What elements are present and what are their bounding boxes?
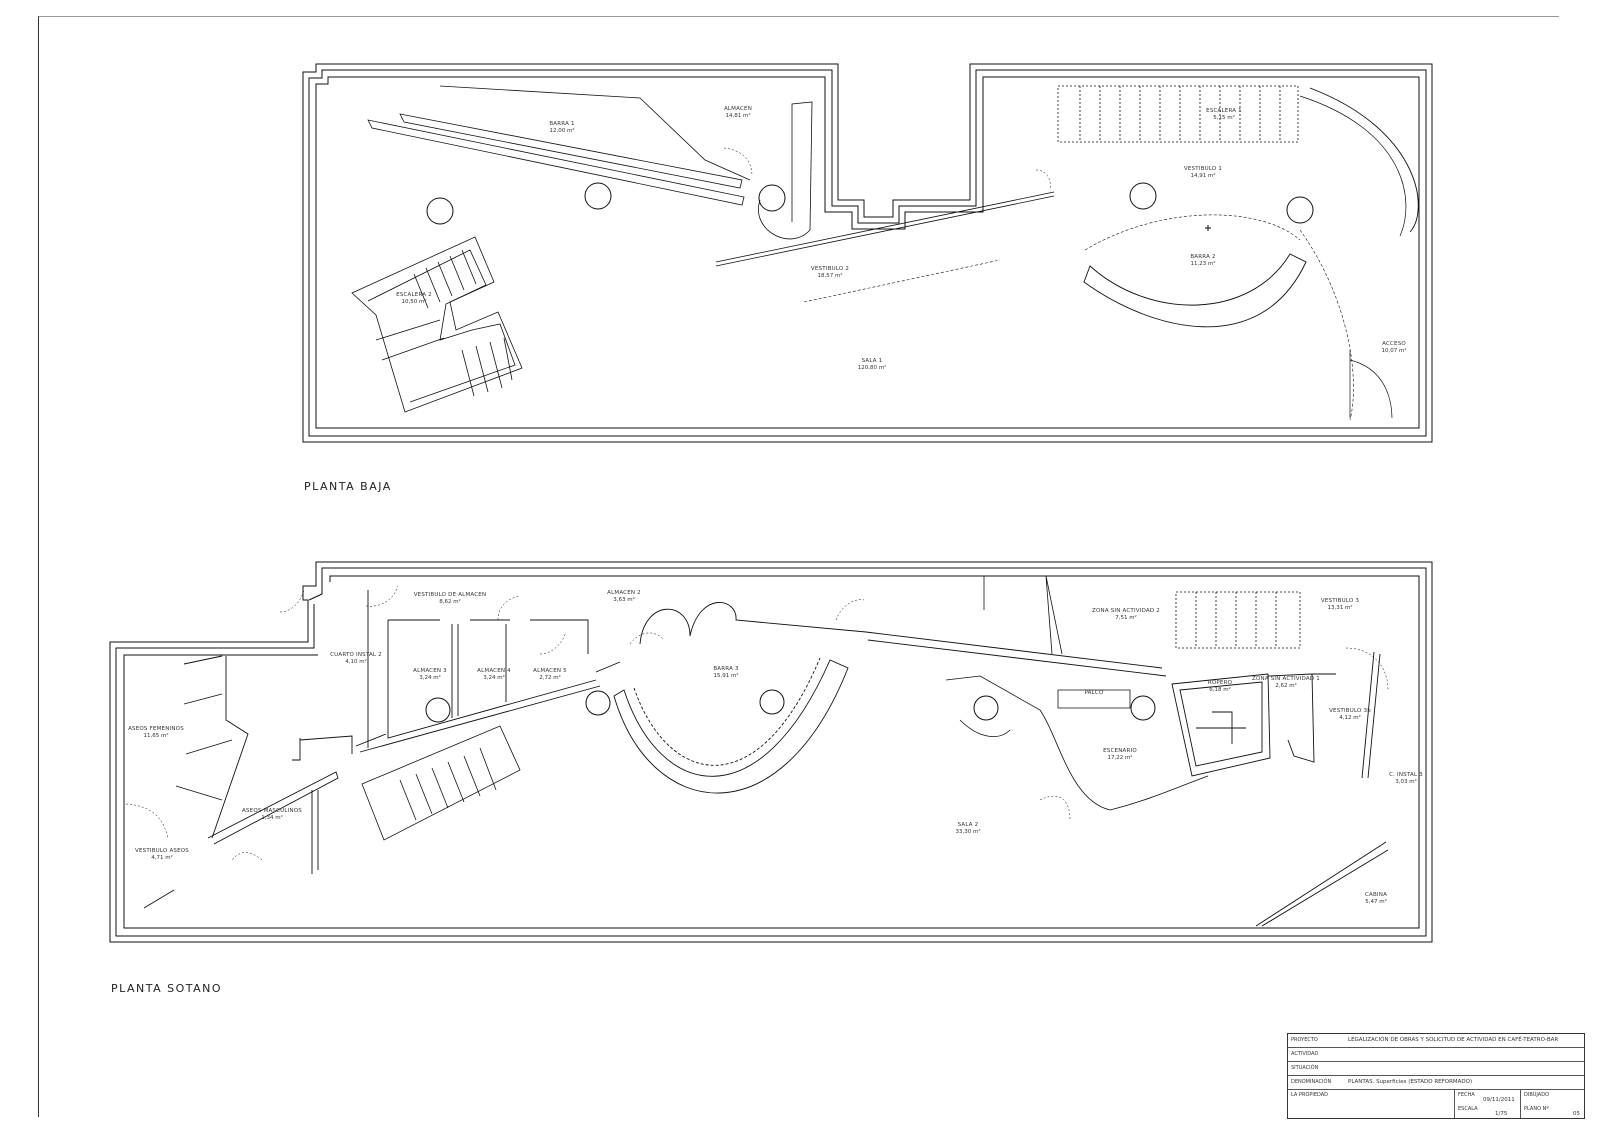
room-area: 8,62 m² <box>439 598 461 605</box>
room-label: BARRA 2 <box>1190 254 1215 260</box>
ropero <box>1171 651 1381 779</box>
room-label: PALCO <box>1085 690 1104 696</box>
room-area: 17,22 m² <box>1107 754 1132 761</box>
title-block-date-cell: FECHA 09/11/2011 ESCALA 1/75 <box>1454 1090 1521 1118</box>
room-area: 3,24 m² <box>419 674 441 681</box>
basement-walls <box>109 561 1433 943</box>
room-area: 11,65 m² <box>143 732 168 739</box>
sheet-frame <box>38 16 1559 1117</box>
ground-columns <box>426 182 1314 225</box>
room-area: 3,63 m² <box>613 596 635 603</box>
room-label: ESCALERA 2 <box>396 292 432 298</box>
room-area: 18,57 m² <box>817 272 842 279</box>
bar-1-counter <box>367 85 751 206</box>
room-label: ZONA SIN ACTIVIDAD 1 <box>1252 676 1320 682</box>
toilet-partitions <box>143 655 353 909</box>
room-label: VESTIBULO ASEOS <box>135 848 189 854</box>
stair-2 <box>351 236 523 413</box>
room-area: 5,47 m² <box>1365 898 1387 905</box>
basement-plan-title: PLANTA SOTANO <box>111 982 223 995</box>
room-area: 1,34 m² <box>261 814 283 821</box>
vestibulo-2-partition <box>715 191 1055 267</box>
room-label: ESCALERA 1 <box>1206 108 1242 114</box>
door-swings <box>125 147 1389 861</box>
basement-stair <box>361 725 521 841</box>
room-label: ASEOS MASCULINOS <box>242 808 302 814</box>
room-label: ACCESO <box>1382 341 1406 347</box>
room-label: BARRA 3 <box>713 666 739 672</box>
room-area: 4,10 m² <box>345 658 367 665</box>
room-area: 120,80 m² <box>858 364 887 371</box>
room-label: VESTIBULO 3b <box>1329 708 1371 714</box>
room-area: 4,12 m² <box>1339 714 1361 721</box>
stair-1 <box>1057 85 1299 143</box>
ground-floor-walls <box>302 63 1433 443</box>
room-area: 6,18 m² <box>1209 686 1231 693</box>
room-area: 5,15 m² <box>1213 114 1235 121</box>
room-area: 7,51 m² <box>1115 614 1137 621</box>
basement-storage <box>355 590 621 753</box>
basement-stair-dashed <box>1175 591 1301 649</box>
room-label: ROPERO <box>1208 680 1233 686</box>
room-area: 10,50 m² <box>401 298 426 305</box>
bar-2-counter <box>1083 253 1307 328</box>
ground-plan-title: PLANTA BAJA <box>304 480 392 493</box>
room-label: SALA 2 <box>958 822 979 828</box>
room-area: 11,23 m² <box>1190 260 1215 267</box>
room-label: CUARTO INSTAL 2 <box>330 652 382 658</box>
title-block-owner: LA PROPIEDAD <box>1291 1092 1329 1098</box>
room-area: 2,62 m² <box>1275 682 1297 689</box>
room-label: ALMACEN 5 <box>533 668 567 674</box>
title-block-number-cell: DIBUJADO PLANO Nº 05 <box>1520 1090 1584 1118</box>
room-label: VESTIBULO 2 <box>811 266 849 272</box>
room-area: 4,71 m² <box>151 854 173 861</box>
title-block-location-row: SITUACIÓN <box>1288 1062 1584 1076</box>
title-block: PROYECTO LEGALIZACIÓN DE OBRAS Y SOLICIT… <box>1287 1033 1585 1119</box>
room-label: VESTIBULO 3 <box>1321 598 1359 604</box>
room-label: ESCENARIO <box>1103 748 1137 754</box>
room-label: ALMACEN 3 <box>413 668 447 674</box>
room-label: ALMACEN 2 <box>607 590 641 596</box>
room-label: SALA 1 <box>862 358 883 364</box>
room-label: VESTIBULO DE ALMACEN <box>414 592 487 598</box>
cabina-partition <box>1255 841 1389 927</box>
escenario <box>945 675 1209 811</box>
room-label: ZONA SIN ACTIVIDAD 2 <box>1092 608 1160 614</box>
room-label: ALMACEN 4 <box>477 668 511 674</box>
title-block-activity-row: ACTIVIDAD <box>1288 1048 1584 1062</box>
room-label: CABINA <box>1365 892 1387 898</box>
room-area: 3,03 m² <box>1395 778 1417 785</box>
title-block-plan-row: DENOMINACIÓN PLANTAS. Superficies (ESTAD… <box>1288 1076 1584 1090</box>
room-area: 13,31 m² <box>1327 604 1352 611</box>
room-label: C. INSTAL 3 <box>1389 772 1423 778</box>
basement-columns <box>425 689 1156 723</box>
title-block-project-row: PROYECTO LEGALIZACIÓN DE OBRAS Y SOLICIT… <box>1288 1034 1584 1048</box>
room-label: ASEOS FEMENINOS <box>128 726 184 732</box>
room-area: 14,91 m² <box>1190 172 1215 179</box>
room-label: BARRA 1 <box>549 121 574 127</box>
room-area: 12,00 m² <box>549 127 574 134</box>
room-area: 3,24 m² <box>483 674 505 681</box>
room-label: ALMACEN <box>724 106 752 112</box>
room-label: VESTIBULO 1 <box>1184 166 1222 172</box>
room-area: 15,91 m² <box>713 672 738 679</box>
bar-3-counter <box>613 601 1167 794</box>
room-area: 10,07 m² <box>1381 347 1406 354</box>
room-area: 33,30 m² <box>955 828 980 835</box>
room-area: 14,81 m² <box>725 112 750 119</box>
room-area: 2,72 m² <box>539 674 561 681</box>
